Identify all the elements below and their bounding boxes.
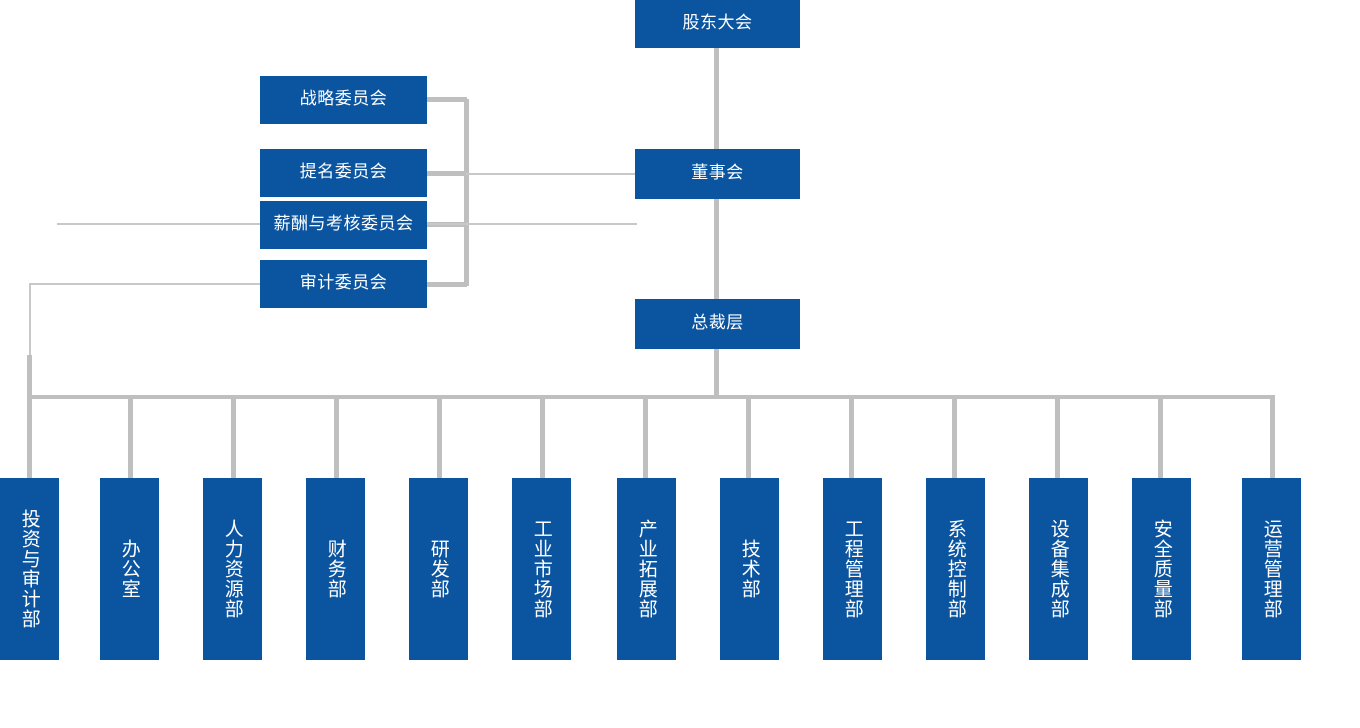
node-label: 战略委员会 <box>299 89 388 110</box>
node-label: 产业拓展部 <box>635 519 658 619</box>
node-department-industrial-market[interactable]: 工业市场部 <box>512 478 571 660</box>
node-label: 设备集成部 <box>1047 519 1070 619</box>
node-department-equipment-integration[interactable]: 设备集成部 <box>1029 478 1088 660</box>
node-label: 安全质量部 <box>1150 519 1173 619</box>
connector-audit-to-left-rail <box>29 283 261 285</box>
node-label: 运营管理部 <box>1260 519 1283 619</box>
connector-board-to-president <box>714 199 719 299</box>
node-department-operations-management[interactable]: 运营管理部 <box>1242 478 1301 660</box>
node-department-engineering-management[interactable]: 工程管理部 <box>823 478 882 660</box>
node-label: 工程管理部 <box>841 519 864 619</box>
node-department-system-control[interactable]: 系统控制部 <box>926 478 985 660</box>
connector-remuneration-left-rail <box>57 223 261 225</box>
node-label: 总裁层 <box>691 313 744 334</box>
node-nomination-committee[interactable]: 提名委员会 <box>260 149 427 197</box>
node-label: 系统控制部 <box>944 519 967 619</box>
connector-committee-bus <box>464 99 469 286</box>
connector-nomination-committee-stub <box>427 171 467 176</box>
connector-drop-industrial-market <box>540 395 545 480</box>
node-department-technology[interactable]: 技术部 <box>720 478 779 660</box>
connector-committee-bus-to-board <box>466 173 636 175</box>
connector-drop-engineering-management <box>849 395 854 480</box>
connector-remuneration-right-rail <box>427 223 637 225</box>
node-department-safety-quality[interactable]: 安全质量部 <box>1132 478 1191 660</box>
node-label: 工业市场部 <box>530 519 553 619</box>
node-department-industry-expansion[interactable]: 产业拓展部 <box>617 478 676 660</box>
connector-drop-office <box>128 395 133 480</box>
connector-audit-committee-stub <box>427 282 467 287</box>
node-label: 薪酬与考核委员会 <box>273 214 414 235</box>
node-remuneration-committee[interactable]: 薪酬与考核委员会 <box>260 201 427 249</box>
node-president-level[interactable]: 总裁层 <box>635 299 800 349</box>
connector-audit-left-rail-down-to-bus <box>27 355 32 399</box>
node-board-of-directors[interactable]: 董事会 <box>635 149 800 199</box>
node-department-research-development[interactable]: 研发部 <box>409 478 468 660</box>
node-label: 提名委员会 <box>299 162 388 183</box>
connector-drop-safety-quality <box>1158 395 1163 480</box>
connector-drop-equipment-integration <box>1055 395 1060 480</box>
connector-audit-left-rail-vertical <box>29 283 31 358</box>
connector-drop-finance <box>334 395 339 480</box>
connector-president-to-dept-bus <box>714 349 719 399</box>
connector-drop-industry-expansion <box>643 395 648 480</box>
node-label: 人力资源部 <box>221 519 244 619</box>
connector-drop-system-control <box>952 395 957 480</box>
connector-drop-research-development <box>437 395 442 480</box>
node-department-office[interactable]: 办公室 <box>100 478 159 660</box>
node-label: 技术部 <box>738 539 761 599</box>
connector-strategy-committee-stub <box>427 97 467 102</box>
node-department-human-resources[interactable]: 人力资源部 <box>203 478 262 660</box>
node-label: 投资与审计部 <box>18 509 41 629</box>
node-label: 财务部 <box>324 539 347 599</box>
node-label: 办公室 <box>118 539 141 599</box>
node-label: 股东大会 <box>682 13 753 34</box>
node-label: 审计委员会 <box>299 273 388 294</box>
connector-department-bus <box>27 395 1275 399</box>
connector-shareholders-to-board <box>714 48 719 149</box>
connector-drop-human-resources <box>231 395 236 480</box>
node-label: 研发部 <box>427 539 450 599</box>
node-label: 董事会 <box>691 163 744 184</box>
node-audit-committee[interactable]: 审计委员会 <box>260 260 427 308</box>
node-shareholders-meeting[interactable]: 股东大会 <box>635 0 800 48</box>
node-strategy-committee[interactable]: 战略委员会 <box>260 76 427 124</box>
connector-drop-investment-audit <box>27 395 32 480</box>
connector-drop-technology <box>746 395 751 480</box>
connector-drop-operations-management <box>1270 395 1275 480</box>
node-department-investment-audit[interactable]: 投资与审计部 <box>0 478 59 660</box>
node-department-finance[interactable]: 财务部 <box>306 478 365 660</box>
